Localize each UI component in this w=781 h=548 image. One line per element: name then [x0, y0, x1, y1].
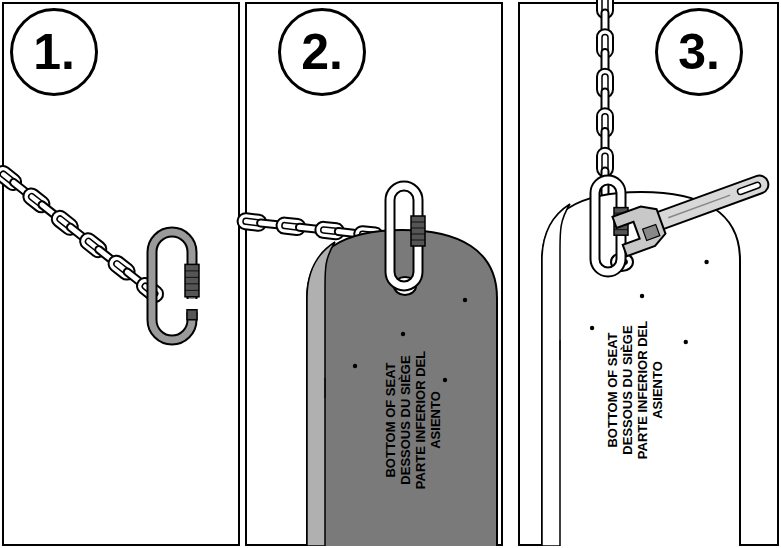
- step-number-circle: 2.: [278, 8, 366, 96]
- seat-label: BOTTOM OF SEAT DESSOUS DU SIÈGE PARTE IN…: [383, 345, 443, 495]
- swing-seat: BOTTOM OF SEAT DESSOUS DU SIÈGE PARTE IN…: [540, 190, 742, 546]
- panel-frame: [519, 3, 778, 545]
- panel-frame: [3, 3, 239, 545]
- quick-link: [595, 180, 628, 272]
- gate-nut: [614, 208, 628, 236]
- quick-link: [390, 186, 425, 286]
- wrench: [612, 163, 775, 257]
- quick-link: [152, 232, 200, 340]
- chain: [0, 0, 613, 305]
- chain-link: [602, 168, 609, 197]
- panel-frame: [246, 3, 502, 545]
- step-number-circle: 3.: [655, 8, 743, 96]
- seat-hole: [394, 277, 416, 295]
- step-number: 1.: [33, 27, 75, 77]
- gate-nut: [411, 216, 425, 246]
- step-number: 2.: [301, 27, 343, 77]
- gate-nut: [185, 264, 199, 296]
- seat-label: BOTTOM OF SEAT DESSOUS DU SIÈGE PARTE IN…: [605, 315, 665, 465]
- hardware: [152, 232, 200, 340]
- step-number: 3.: [678, 27, 720, 77]
- swing-seat: BOTTOM OF SEAT DESSOUS DU SIÈGE PARTE IN…: [305, 228, 499, 546]
- seat-hole: [611, 253, 633, 271]
- step-number-circle: 1.: [10, 8, 98, 96]
